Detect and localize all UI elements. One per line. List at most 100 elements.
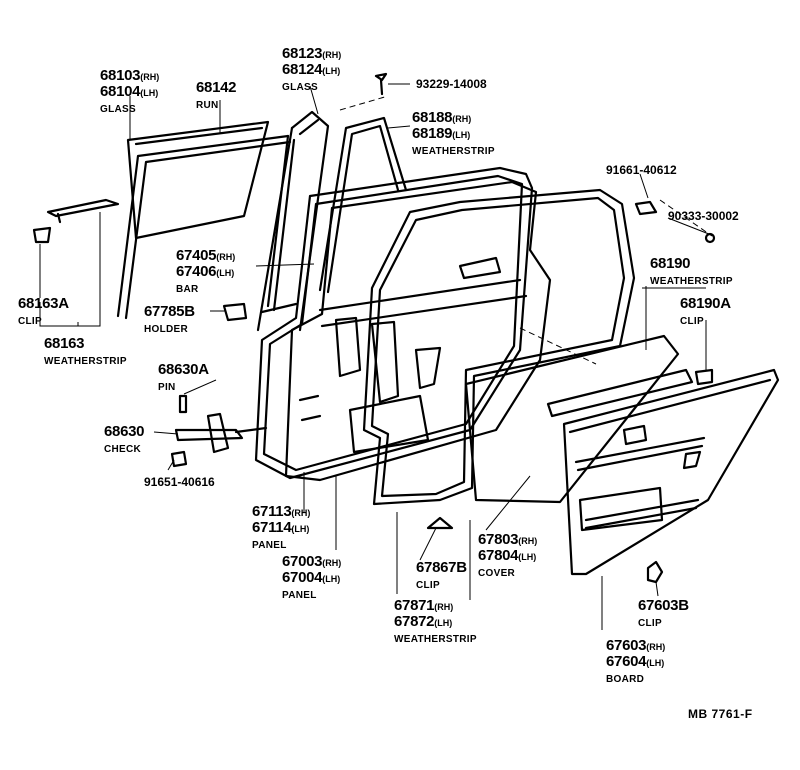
part-name: GLASS: [100, 104, 136, 115]
label-panel-door: 67003(RH) 67004(LH) PANEL: [282, 554, 341, 602]
part-number: 67604: [606, 653, 647, 670]
label-bolt: 91661-40612: [606, 162, 677, 178]
label-panel-outer: 67113(RH) 67114(LH) PANEL: [252, 504, 310, 552]
side-label: (RH): [216, 252, 236, 262]
part-name: GLASS: [282, 82, 318, 93]
holder: [222, 302, 248, 322]
label-glass-front: 68103(RH) 68104(LH) GLASS: [100, 68, 159, 116]
part-number: 93229-14008: [416, 77, 487, 91]
service-hole-cover: [464, 334, 680, 504]
part-number: 68103: [100, 67, 141, 84]
label-clip-board: 67603B CLIP: [638, 598, 689, 630]
side-label: (RH): [140, 72, 160, 82]
part-name: CLIP: [638, 618, 662, 629]
part-number: 67603B: [638, 597, 689, 614]
side-label: (RH): [646, 642, 666, 652]
part-number: 68190A: [680, 295, 731, 312]
part-number: 91661-40612: [606, 163, 677, 177]
label-bar: 67405(RH) 67406(LH) BAR: [176, 248, 235, 296]
part-number: 68124: [282, 61, 323, 78]
part-number: 67872: [394, 613, 435, 630]
door-shell: [284, 180, 552, 482]
label-screw-top: 93229-14008: [416, 76, 487, 92]
glass-run: [116, 134, 296, 320]
side-label: (RH): [291, 508, 311, 518]
label-holder: 67785B HOLDER: [144, 304, 195, 336]
belt-clip: [694, 368, 714, 386]
part-name: WEATHERSTRIP: [394, 634, 477, 645]
part-name: HOLDER: [144, 324, 189, 335]
part-name: BOARD: [606, 674, 645, 685]
left-clip: [32, 226, 52, 244]
part-name: CHECK: [104, 444, 142, 455]
side-label: (LH): [518, 552, 537, 562]
part-number: 68104: [100, 83, 141, 100]
part-number: 67405: [176, 247, 217, 264]
label-clip-belt: 68190A CLIP: [680, 296, 731, 328]
part-name: CLIP: [416, 580, 440, 591]
part-number: 67003: [282, 553, 323, 570]
part-number: 68163A: [18, 295, 69, 312]
part-number: 67785B: [144, 303, 195, 320]
label-pin: 68630A PIN: [158, 362, 209, 394]
side-label: (RH): [322, 50, 342, 60]
part-number: 68630A: [158, 361, 209, 378]
label-cover: 67803(RH) 67804(LH) COVER: [478, 532, 537, 580]
check-pin: [178, 394, 188, 414]
part-number: 68189: [412, 125, 453, 142]
part-number: 67803: [478, 531, 519, 548]
door-glass-front: [126, 120, 270, 240]
part-number: 68142: [196, 79, 237, 96]
side-label: (LH): [322, 574, 341, 584]
label-run: 68142 RUN: [196, 79, 237, 112]
screw-top: [374, 72, 388, 96]
part-name: WEATHERSTRIP: [650, 276, 733, 287]
door-bar: [260, 302, 298, 314]
part-number: 68190: [650, 255, 691, 272]
label-weatherstrip-upper: 68188(RH) 68189(LH) WEATHERSTRIP: [412, 110, 495, 158]
label-check: 68630 CHECK: [104, 424, 145, 456]
belt-weatherstrip: [546, 368, 694, 418]
side-label: (RH): [452, 114, 472, 124]
part-name: PANEL: [252, 540, 287, 551]
diagram-code-text: MB 7761-F: [688, 707, 753, 721]
label-weatherstrip-belt: 68190 WEATHERSTRIP: [650, 256, 733, 288]
label-weatherstrip-left: 68163 WEATHERSTRIP: [44, 336, 127, 368]
part-name: BAR: [176, 284, 199, 295]
part-number: 67871: [394, 597, 435, 614]
trim-board: [562, 368, 780, 576]
check-bolt: [170, 450, 188, 468]
part-number: 68163: [44, 335, 85, 352]
side-label: (LH): [452, 130, 471, 140]
part-name: COVER: [478, 568, 516, 579]
part-number: 90333-30002: [668, 209, 739, 223]
part-number: 67113: [252, 503, 292, 520]
part-name: CLIP: [18, 316, 42, 327]
part-number: 67114: [252, 519, 292, 536]
part-number: 67406: [176, 263, 217, 280]
label-clip-left: 68163A CLIP: [18, 296, 69, 328]
part-number: 68123: [282, 45, 323, 62]
label-glass-rear: 68123(RH) 68124(LH) GLASS: [282, 46, 341, 94]
label-bolt-check: 91651-40616: [144, 474, 215, 490]
door-check: [174, 412, 268, 454]
part-name: RUN: [196, 100, 219, 111]
part-number: 67603: [606, 637, 647, 654]
label-plug: 90333-30002: [668, 208, 739, 224]
side-label: (RH): [322, 558, 342, 568]
part-number: 67004: [282, 569, 323, 586]
left-weatherstrip: [46, 198, 120, 224]
bottom-clip: [426, 516, 454, 530]
part-number: 67867B: [416, 559, 467, 576]
label-clip-bottom: 67867B CLIP: [416, 560, 467, 592]
board-clip: [646, 560, 664, 584]
leader-lines: [39, 83, 715, 630]
side-label: (LH): [291, 524, 310, 534]
side-label: (LH): [434, 618, 453, 628]
part-name: WEATHERSTRIP: [412, 146, 495, 157]
side-label: (LH): [216, 268, 235, 278]
part-number: 67804: [478, 547, 519, 564]
part-number: 91651-40616: [144, 475, 215, 489]
